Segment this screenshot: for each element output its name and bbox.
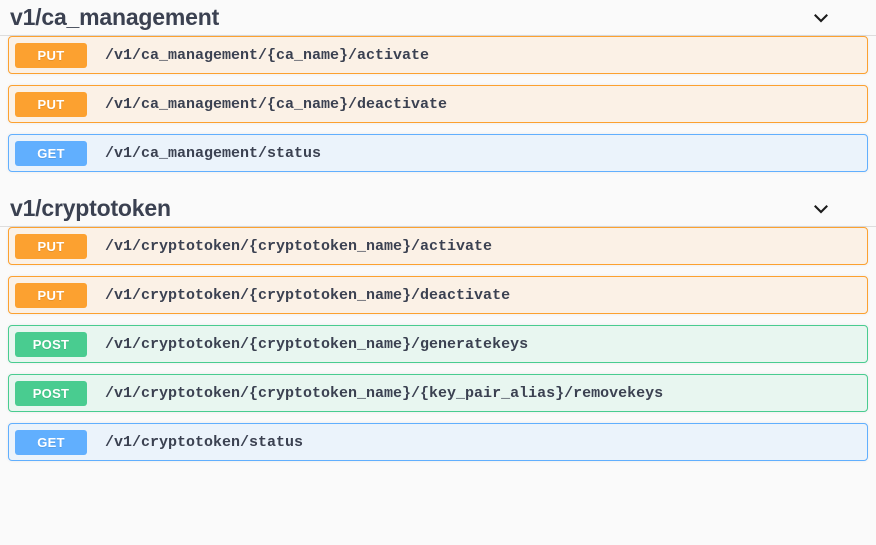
chevron-down-icon[interactable] xyxy=(810,198,832,220)
operation-row[interactable]: PUT /v1/ca_management/{ca_name}/activate xyxy=(8,36,868,74)
http-method-badge: POST xyxy=(15,380,87,406)
operation-row[interactable]: GET /v1/ca_management/status xyxy=(8,134,868,172)
operation-row[interactable]: POST /v1/cryptotoken/{cryptotoken_name}/… xyxy=(8,325,868,363)
operation-path: /v1/ca_management/{ca_name}/deactivate xyxy=(105,95,448,113)
operations-section-ca-management: v1/ca_management PUT /v1/ca_management/{… xyxy=(0,0,876,172)
http-method-badge: PUT xyxy=(15,42,87,68)
section-title: v1/cryptotoken xyxy=(10,194,171,221)
operations-section-cryptotoken: v1/cryptotoken PUT /v1/cryptotoken/{cryp… xyxy=(0,191,876,461)
operation-path: /v1/cryptotoken/status xyxy=(105,433,304,451)
operation-row[interactable]: POST /v1/cryptotoken/{cryptotoken_name}/… xyxy=(8,374,868,412)
http-method-badge: PUT xyxy=(15,233,87,259)
operation-row[interactable]: GET /v1/cryptotoken/status xyxy=(8,423,868,461)
operation-path: /v1/cryptotoken/{cryptotoken_name}/gener… xyxy=(105,335,529,353)
section-spacer xyxy=(0,183,876,191)
operation-path: /v1/cryptotoken/{cryptotoken_name}/activ… xyxy=(105,237,493,255)
http-method-badge: PUT xyxy=(15,91,87,117)
section-header-cryptotoken[interactable]: v1/cryptotoken xyxy=(0,191,876,227)
operation-path: /v1/ca_management/status xyxy=(105,144,322,162)
http-method-badge: PUT xyxy=(15,282,87,308)
operation-row[interactable]: PUT /v1/cryptotoken/{cryptotoken_name}/d… xyxy=(8,276,868,314)
http-method-badge: GET xyxy=(15,429,87,455)
operation-row[interactable]: PUT /v1/cryptotoken/{cryptotoken_name}/a… xyxy=(8,227,868,265)
operation-row[interactable]: PUT /v1/ca_management/{ca_name}/deactiva… xyxy=(8,85,868,123)
section-title: v1/ca_management xyxy=(10,3,220,30)
chevron-down-icon[interactable] xyxy=(810,7,832,29)
http-method-badge: GET xyxy=(15,140,87,166)
section-header-ca-management[interactable]: v1/ca_management xyxy=(0,0,876,36)
operation-path: /v1/cryptotoken/{cryptotoken_name}/deact… xyxy=(105,286,511,304)
operation-path: /v1/cryptotoken/{cryptotoken_name}/{key_… xyxy=(105,384,664,402)
operation-path: /v1/ca_management/{ca_name}/activate xyxy=(105,46,430,64)
http-method-badge: POST xyxy=(15,331,87,357)
